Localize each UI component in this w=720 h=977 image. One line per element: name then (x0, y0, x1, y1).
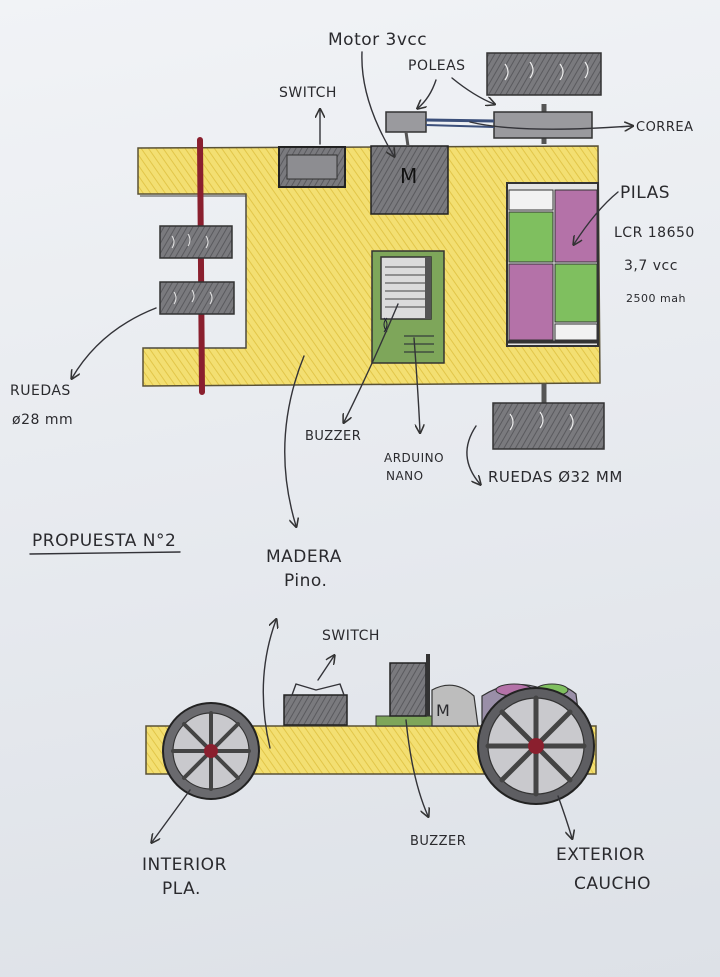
front-wheel-2 (159, 281, 235, 315)
interior-label-2: PLA. (162, 879, 201, 899)
buzzer-side (389, 662, 427, 717)
correa-label: Correa (636, 120, 693, 135)
madera-label-2: Pino. (284, 571, 327, 591)
exterior-label-2: Caucho (574, 874, 651, 894)
buzzer-label: Buzzer (305, 429, 361, 444)
switch-side (283, 694, 348, 726)
rear-wheel-top (486, 52, 602, 96)
ruedas-front-label: Ruedas (10, 383, 71, 399)
ruedas-rear-label: Ruedas ø32 mm (488, 468, 623, 486)
motor-symbol: M (400, 164, 418, 188)
pilas-spec-2: 3,7 vcc (624, 258, 678, 274)
motor-side (431, 684, 479, 727)
pulley-large (493, 111, 593, 139)
interior-label-1: Interior (142, 855, 227, 875)
arduino-label-2: Nano (386, 469, 424, 483)
switch-label: switch (279, 85, 337, 101)
exterior-label-1: Exterior (556, 845, 645, 865)
pilas-label: Pilas (620, 183, 670, 203)
motor-label: Motor 3vcc (328, 30, 427, 50)
rear-wheel-side (477, 687, 595, 805)
side-buzzer-label: Buzzer (410, 834, 466, 849)
pilas-spec-3: 2500 mah (626, 292, 686, 305)
front-wheel-1 (159, 225, 233, 259)
top-view: M Motor 3vcc switch Poleas (10, 30, 695, 591)
pulley-small (385, 111, 427, 133)
motor-side-symbol: M (436, 701, 450, 720)
ruedas-front-size: ø28 mm (12, 412, 73, 428)
page-title: Propuesta N°2 (32, 531, 176, 551)
rear-wheel-bottom (492, 402, 605, 450)
motor-component (370, 145, 449, 215)
poleas-label: Poleas (408, 58, 466, 74)
belt (425, 118, 495, 123)
buzzer-component (380, 256, 432, 320)
madera-label-1: Madera (266, 547, 342, 567)
side-view: M switch Buzzer Interior PLA. Exterior (142, 620, 651, 899)
side-switch-label: switch (322, 628, 380, 644)
pilas-spec-1: LCR 18650 (614, 225, 695, 241)
front-axle (197, 137, 205, 395)
front-wheel-side (162, 702, 260, 800)
arduino-label-1: Arduino (384, 451, 444, 465)
